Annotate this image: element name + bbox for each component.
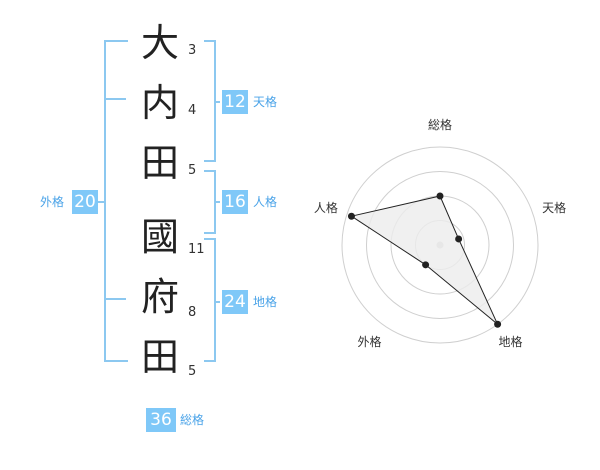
stroke-count-5: 8	[188, 305, 197, 320]
stroke-count-4: 11	[188, 242, 205, 257]
tenkaku-connector	[214, 101, 220, 103]
chikaku-bracket	[204, 238, 216, 362]
name-char-5: 府	[140, 275, 179, 319]
radar-axis-label-3: 地格	[499, 334, 523, 349]
soukaku-label: 総格	[180, 413, 205, 427]
gaikaku-bracket-tick-2	[104, 298, 126, 300]
radar-axis-label-4: 外格	[357, 334, 381, 349]
chikaku-label: 地格	[253, 295, 278, 309]
radar-point-1	[436, 192, 444, 200]
name-char-1: 大	[140, 21, 179, 65]
jinkaku-connector	[214, 201, 220, 203]
radar-point-3	[494, 320, 502, 328]
radar-area	[350, 195, 499, 325]
radar-point-5	[347, 212, 355, 220]
name-char-6: 田	[140, 335, 179, 379]
radar-ring-3	[366, 171, 514, 319]
stroke-count-6: 5	[188, 364, 197, 379]
radar-points	[347, 192, 502, 328]
gaikaku-connector	[98, 201, 104, 203]
gaikaku-bracket-tick-1	[104, 98, 126, 100]
stroke-count-3: 5	[188, 163, 197, 178]
radar-point-2	[455, 235, 463, 243]
tenkaku-score: 12	[222, 90, 248, 114]
stroke-count-2: 4	[188, 103, 197, 118]
radar-axis-label-1: 総格	[428, 117, 452, 132]
chikaku-score: 24	[222, 290, 248, 314]
gaikaku-bracket	[104, 40, 128, 362]
tenkaku-label: 天格	[253, 95, 278, 109]
name-char-3: 田	[140, 141, 179, 185]
jinkaku-score: 16	[222, 190, 248, 214]
jinkaku-label: 人格	[253, 195, 278, 209]
chikaku-connector	[214, 301, 220, 303]
soukaku-score: 36	[146, 408, 176, 432]
radar-axis-label-2: 天格	[542, 200, 566, 215]
gaikaku-label: 外格	[40, 195, 65, 209]
name-char-2: 内	[140, 81, 179, 125]
gaikaku-score: 20	[72, 190, 98, 214]
radar-axis-label-5: 人格	[314, 200, 338, 215]
stroke-count-1: 3	[188, 43, 197, 58]
name-char-4: 國	[140, 215, 179, 259]
radar-ring-4	[341, 146, 539, 344]
radar-point-4	[422, 261, 430, 269]
